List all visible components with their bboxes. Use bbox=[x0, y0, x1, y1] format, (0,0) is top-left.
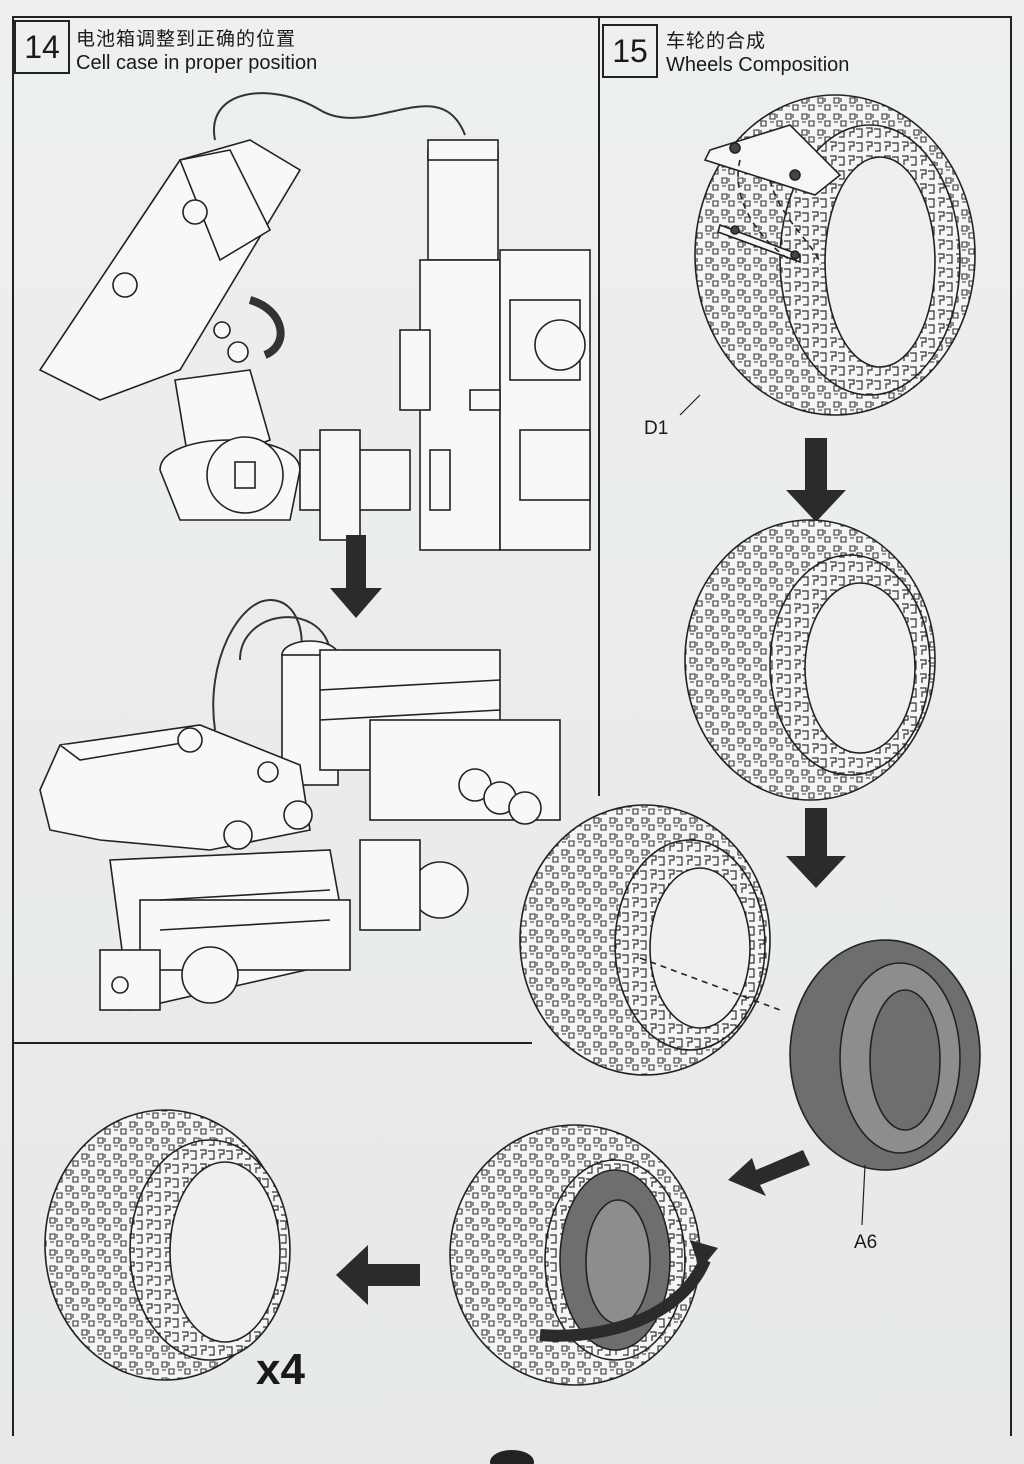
down-arrow-icon bbox=[786, 808, 846, 888]
step-number-text: 14 bbox=[24, 28, 60, 65]
step-number-text: 15 bbox=[612, 32, 648, 69]
part-label-d1: D1 bbox=[644, 418, 669, 439]
wheel-tread-complete-illustration bbox=[684, 519, 936, 801]
step-15-number: 15 bbox=[602, 24, 658, 78]
robot-before-illustration bbox=[38, 92, 591, 551]
wheel-tread-assembly-illustration bbox=[679, 94, 976, 416]
step-title-chinese: 车轮的合成 bbox=[666, 30, 767, 52]
column-divider bbox=[598, 16, 600, 796]
page-number-badge bbox=[490, 1450, 534, 1464]
step-title-english: Wheels Composition bbox=[666, 53, 850, 76]
diagonal-arrow-icon bbox=[728, 1150, 810, 1196]
down-arrow-icon bbox=[330, 535, 382, 618]
wheel-rotate-illustration bbox=[449, 1124, 718, 1386]
frame-left bbox=[12, 16, 14, 1436]
step-15-title: 车轮的合成 Wheels Composition bbox=[666, 30, 849, 77]
frame-right bbox=[1010, 16, 1012, 1436]
part-label-a6: A6 bbox=[854, 1232, 878, 1253]
step-14-title: 电池箱调整到正确的位置 Cell case in proper position bbox=[76, 28, 317, 75]
quantity-multiplier: x4 bbox=[256, 1345, 305, 1394]
step-title-chinese: 电池箱调整到正确的位置 bbox=[76, 28, 297, 50]
frame-top bbox=[12, 16, 1012, 18]
step-title-english: Cell case in proper position bbox=[76, 51, 318, 74]
wheel-final-illustration bbox=[44, 1109, 291, 1381]
step-14-number: 14 bbox=[14, 20, 70, 74]
left-arrow-icon bbox=[336, 1245, 420, 1305]
step-divider bbox=[12, 1042, 532, 1044]
wheel-and-hub-illustration bbox=[519, 804, 981, 1226]
robot-assembled-illustration bbox=[39, 598, 561, 1011]
down-arrow-icon bbox=[786, 438, 846, 522]
